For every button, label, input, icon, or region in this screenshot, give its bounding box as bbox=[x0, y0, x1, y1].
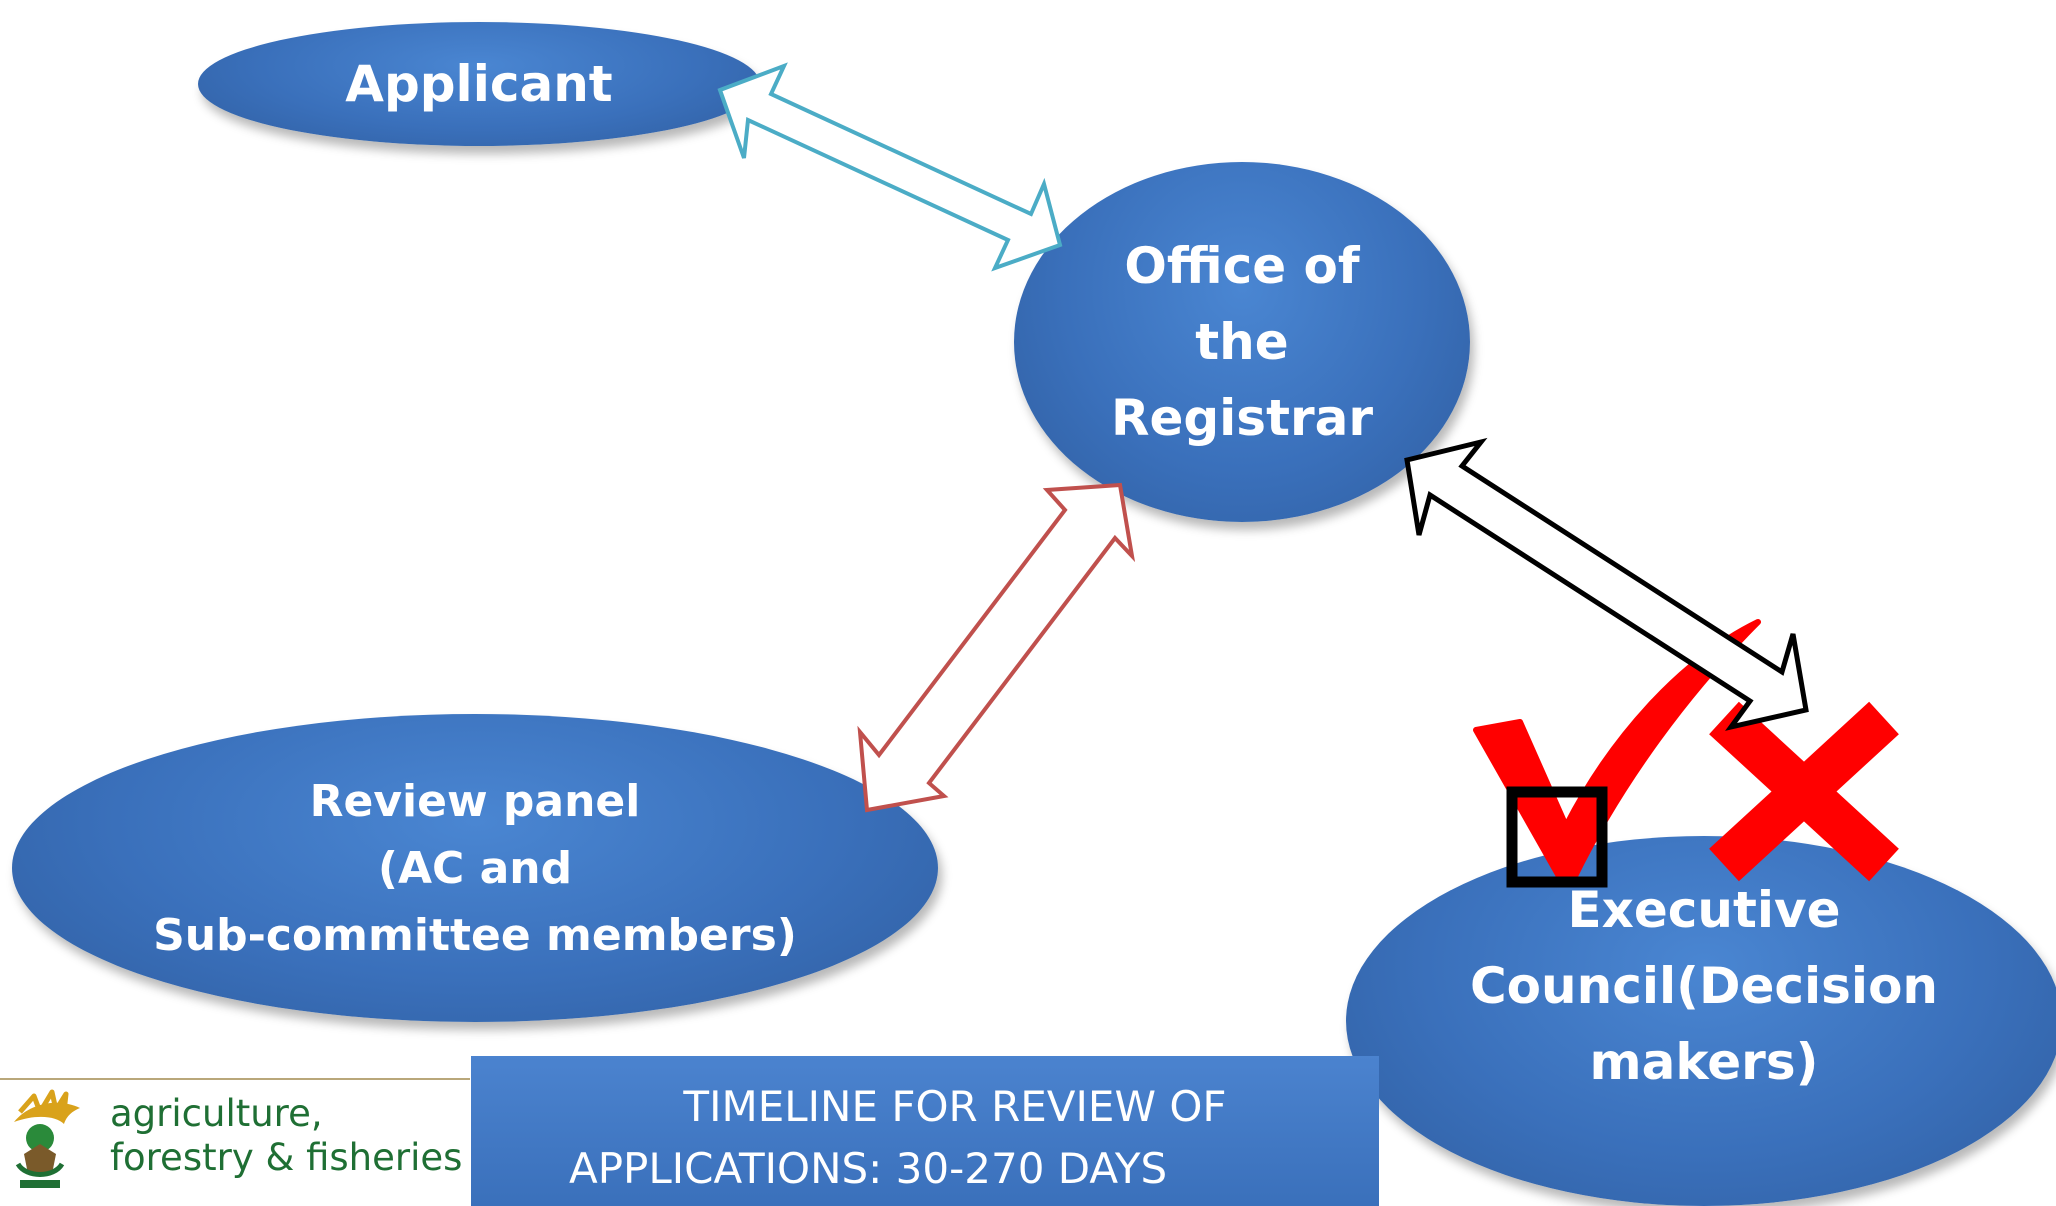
timeline-box: TIMELINE FOR REVIEW OF APPLICATIONS: 30-… bbox=[471, 1056, 1379, 1206]
checkmark-icon bbox=[1473, 619, 1761, 881]
checkbox-icon bbox=[1506, 786, 1608, 888]
registrar-label: Office of the Registrar bbox=[1110, 237, 1374, 447]
timeline-line-1: TIMELINE FOR REVIEW OF bbox=[683, 1082, 1227, 1131]
logo-divider bbox=[0, 1078, 470, 1080]
arrow-review-registrar bbox=[857, 482, 1136, 813]
arrow-registrar-executive bbox=[1404, 437, 1809, 731]
review-panel-label: Review panel (AC and Sub-committee membe… bbox=[153, 775, 797, 961]
arrow-applicant-registrar bbox=[717, 62, 1063, 272]
coat-of-arms-icon bbox=[14, 1089, 80, 1188]
review-panel-node: Review panel (AC and Sub-committee membe… bbox=[12, 714, 938, 1022]
executive-council-label: Executive Council(Decision makers) bbox=[1469, 881, 1939, 1091]
registrar-node: Office of the Registrar bbox=[1014, 162, 1470, 522]
applicant-label: Applicant bbox=[345, 55, 613, 113]
cross-icon bbox=[1709, 701, 1899, 882]
timeline-line-2: APPLICATIONS: 30-270 DAYS bbox=[569, 1144, 1168, 1193]
applicant-node: Applicant bbox=[198, 22, 760, 146]
executive-council-node: Executive Council(Decision makers) bbox=[1346, 836, 2056, 1206]
logo-text: agriculture, forestry & fisheries bbox=[110, 1092, 463, 1179]
